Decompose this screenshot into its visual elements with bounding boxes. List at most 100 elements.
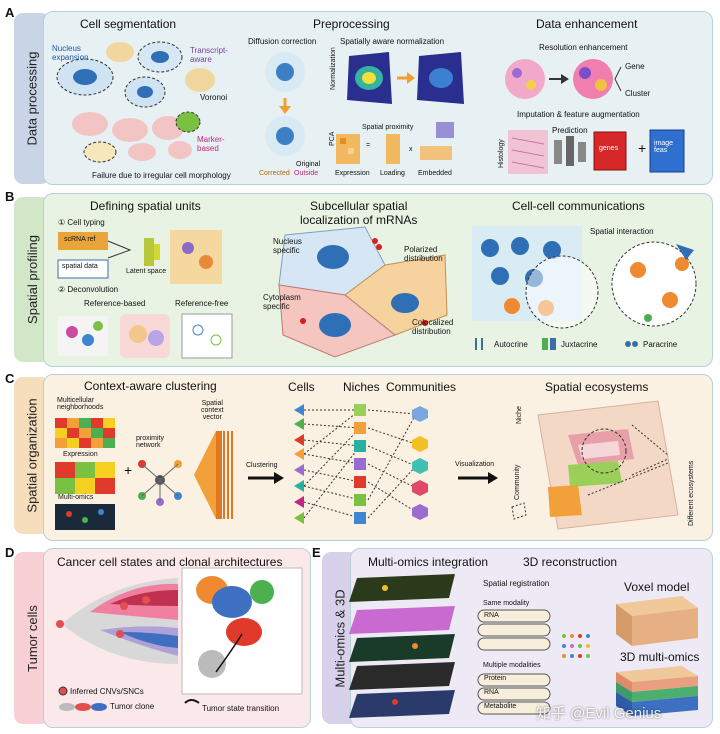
expression-label-c: Expression bbox=[63, 451, 98, 458]
clustering-label: Clustering bbox=[246, 462, 278, 469]
histology-prediction-diagram bbox=[508, 129, 685, 174]
input-modalities-heatmaps bbox=[55, 418, 115, 530]
spatial-interaction-label: Spatial interaction bbox=[590, 227, 654, 236]
cytoplasm-specific-label: Cytoplasm specific bbox=[263, 293, 301, 311]
voxel-model-cube bbox=[616, 596, 698, 646]
diffusion-correction-label: Diffusion correction bbox=[248, 37, 317, 46]
autocrine-label: Autocrine bbox=[494, 340, 528, 349]
legend-outside: Outside bbox=[294, 170, 319, 177]
latent-space-label: Latent space bbox=[126, 268, 167, 275]
spatial-registration-label: Spatial registration bbox=[483, 579, 550, 588]
protein-label: Protein bbox=[484, 675, 507, 682]
plus-sign-c: + bbox=[124, 462, 133, 478]
watermark: 知乎 @Evil Genius bbox=[536, 705, 662, 722]
niches-heading: Niches bbox=[343, 380, 380, 394]
gene-label: Gene bbox=[625, 62, 645, 71]
tumor-spatial-map bbox=[181, 567, 303, 695]
communication-type-icons bbox=[475, 338, 638, 350]
section-a-letter: A bbox=[5, 5, 15, 20]
transcript-aware-label: Transcript- aware bbox=[190, 46, 228, 64]
imputation-label: Imputation & feature augmentation bbox=[517, 110, 640, 119]
legend-original: Original bbox=[296, 161, 321, 168]
pca-equals: = bbox=[366, 142, 371, 149]
pca-matrices bbox=[336, 122, 454, 164]
same-modality-label: Same modality bbox=[483, 600, 530, 607]
section-d-letter: D bbox=[5, 545, 15, 560]
rna-multi-label: RNA bbox=[484, 689, 499, 696]
cell-cell-communications-title: Cell-cell communications bbox=[512, 199, 645, 213]
registration-layers bbox=[477, 609, 551, 715]
pca-axis-label: PCA bbox=[329, 131, 336, 146]
metabolite-label: Metabolite bbox=[484, 703, 517, 710]
spatial-data-label: spatial data bbox=[62, 263, 98, 270]
clustering-arrow bbox=[248, 472, 284, 484]
normalization-heatmaps bbox=[347, 52, 464, 104]
spatial-ecosystems-diagram bbox=[511, 400, 679, 530]
expression-caption: Expression bbox=[335, 170, 370, 177]
paracrine-label: Paracrine bbox=[643, 340, 678, 349]
cell-communications-diagram bbox=[472, 226, 697, 329]
spatial-proximity-label: Spatial proximity bbox=[362, 124, 414, 131]
multiple-modalities-label: Multiple modalities bbox=[483, 662, 541, 669]
marker-based-label: Marker- based bbox=[197, 135, 225, 153]
visualization-label: Visualization bbox=[455, 461, 495, 468]
genes-label: genes bbox=[599, 145, 619, 152]
image-feas-label: image feas bbox=[654, 140, 674, 154]
nucleus-expansion-label: Nucleus expansion bbox=[52, 44, 89, 62]
context-vector-diagram bbox=[194, 431, 233, 519]
spatially-aware-normalization-label: Spatially aware normalization bbox=[340, 37, 445, 46]
resolution-enhancement-diagram bbox=[505, 59, 622, 99]
3d-reconstruction-title: 3D reconstruction bbox=[523, 555, 618, 569]
section-c-label: Spatial organization bbox=[24, 398, 40, 513]
subcellular-localization-title: Subcellular spatial localization of mRNA… bbox=[300, 199, 418, 227]
registration-dots bbox=[562, 634, 590, 658]
multi-omics-label-c: Multi-omics bbox=[58, 494, 94, 501]
tumor-clone-label: Tumor clone bbox=[110, 702, 155, 711]
prediction-label: Prediction bbox=[552, 126, 588, 135]
normalization-axis-label: Normalization bbox=[330, 47, 337, 90]
context-aware-clustering-title: Context-aware clustering bbox=[84, 379, 217, 393]
defining-spatial-units-title: Defining spatial units bbox=[90, 199, 201, 213]
juxtacrine-label: Juxtacrine bbox=[561, 340, 598, 349]
colocalized-distribution-label: Colocalized distribution bbox=[412, 318, 454, 336]
proximity-network-label: proximity network bbox=[136, 435, 165, 449]
tumor-state-transition-label: Tumor state transition bbox=[202, 704, 280, 713]
inferred-cnvs-label: Inferred CNVs/SNCs bbox=[70, 687, 144, 696]
spatial-context-vector-label: Spatial context vector bbox=[201, 400, 224, 421]
scrna-ref-label: scRNA ref bbox=[64, 236, 96, 243]
deconvolution-diagram bbox=[58, 313, 233, 359]
multicellular-neighborhoods-label: Multicellular neighborhoods bbox=[57, 397, 104, 411]
rna-same-label: RNA bbox=[484, 612, 499, 619]
reference-free-label: Reference-free bbox=[175, 299, 229, 308]
visualization-arrow bbox=[458, 472, 498, 484]
reference-based-label: Reference-based bbox=[84, 299, 146, 308]
section-b-label: Spatial profiling bbox=[24, 235, 40, 324]
section-d-label: Tumor cells bbox=[24, 604, 40, 672]
cell-segmentation-title: Cell segmentation bbox=[80, 17, 177, 31]
histology-axis-label: Histology bbox=[498, 139, 505, 168]
section-b-letter: B bbox=[5, 189, 15, 204]
section-c-letter: C bbox=[5, 371, 15, 386]
deconvolution-label: ② Deconvolution bbox=[58, 285, 119, 294]
cell-typing-label: ① Cell typing bbox=[58, 218, 105, 227]
community-label: Community bbox=[514, 464, 521, 500]
failure-label: Failure due to irregular cell morphology bbox=[92, 171, 231, 180]
tumor-legend-icons bbox=[58, 686, 200, 711]
data-enhancement-title: Data enhancement bbox=[536, 17, 638, 31]
section-a-label: Data processing bbox=[24, 51, 40, 146]
legend-corrected: Corrected bbox=[259, 170, 290, 177]
3d-multi-omics-cube bbox=[616, 666, 698, 716]
niche-label: Niche bbox=[516, 406, 523, 424]
subcellular-diagram bbox=[278, 226, 448, 358]
diffusion-correction-diagram bbox=[265, 52, 305, 156]
embedded-caption: Embedded bbox=[418, 170, 452, 177]
clonal-tree-diagram bbox=[56, 578, 178, 664]
nucleus-specific-label: Nucleus specific bbox=[273, 237, 302, 255]
cells-niches-communities-graph bbox=[294, 404, 428, 524]
pca-times: x bbox=[409, 146, 413, 153]
plus-sign-a: + bbox=[638, 140, 647, 156]
communities-heading: Communities bbox=[386, 380, 457, 394]
section-e-letter: E bbox=[312, 545, 321, 560]
multi-omics-integration-title: Multi-omics integration bbox=[368, 555, 489, 569]
cancer-states-title: Cancer cell states and clonal architectu… bbox=[57, 555, 283, 569]
